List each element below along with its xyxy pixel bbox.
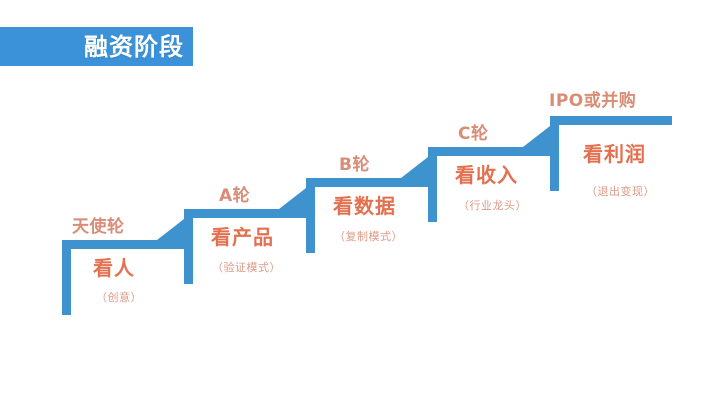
step-riser: [62, 240, 71, 315]
step-2-note-label: （验证模式）: [212, 261, 281, 274]
step-2-round-label: A轮: [219, 186, 251, 206]
step-3-note-label: （复制模式）: [334, 230, 403, 243]
triangle-up-right-icon: [401, 157, 428, 178]
triangle-up-right-icon: [279, 188, 306, 209]
step-3-round-label: B轮: [339, 155, 370, 175]
step-4-note-label: （行业龙头）: [458, 199, 527, 212]
title-banner: 融资阶段: [0, 27, 193, 66]
step-tread: [306, 178, 428, 187]
step-tread: [184, 209, 306, 218]
step-2-focus-label: 看产品: [211, 225, 274, 249]
triangle-up-right-icon: [523, 126, 550, 147]
triangle-up-right-icon: [157, 219, 184, 240]
step-5-round-label: IPO或并购: [549, 91, 637, 111]
step-riser: [550, 116, 559, 191]
step-4-focus-label: 看收入: [455, 163, 518, 187]
step-riser: [184, 209, 193, 284]
step-4-round-label: C轮: [458, 124, 489, 144]
step-5-focus-label: 看利润: [583, 142, 646, 166]
step-5-note-label: （退出变现）: [586, 185, 655, 198]
step-tread: [550, 116, 672, 125]
step-1-focus-label: 看人: [93, 256, 135, 280]
step-tread: [62, 240, 184, 249]
step-riser: [428, 147, 437, 222]
step-1-round-label: 天使轮: [72, 217, 125, 237]
step-tread: [428, 147, 550, 156]
step-3-focus-label: 看数据: [333, 194, 396, 218]
step-1-note-label: （创意）: [96, 291, 142, 304]
step-riser: [306, 178, 315, 253]
page-title: 融资阶段: [84, 32, 184, 61]
